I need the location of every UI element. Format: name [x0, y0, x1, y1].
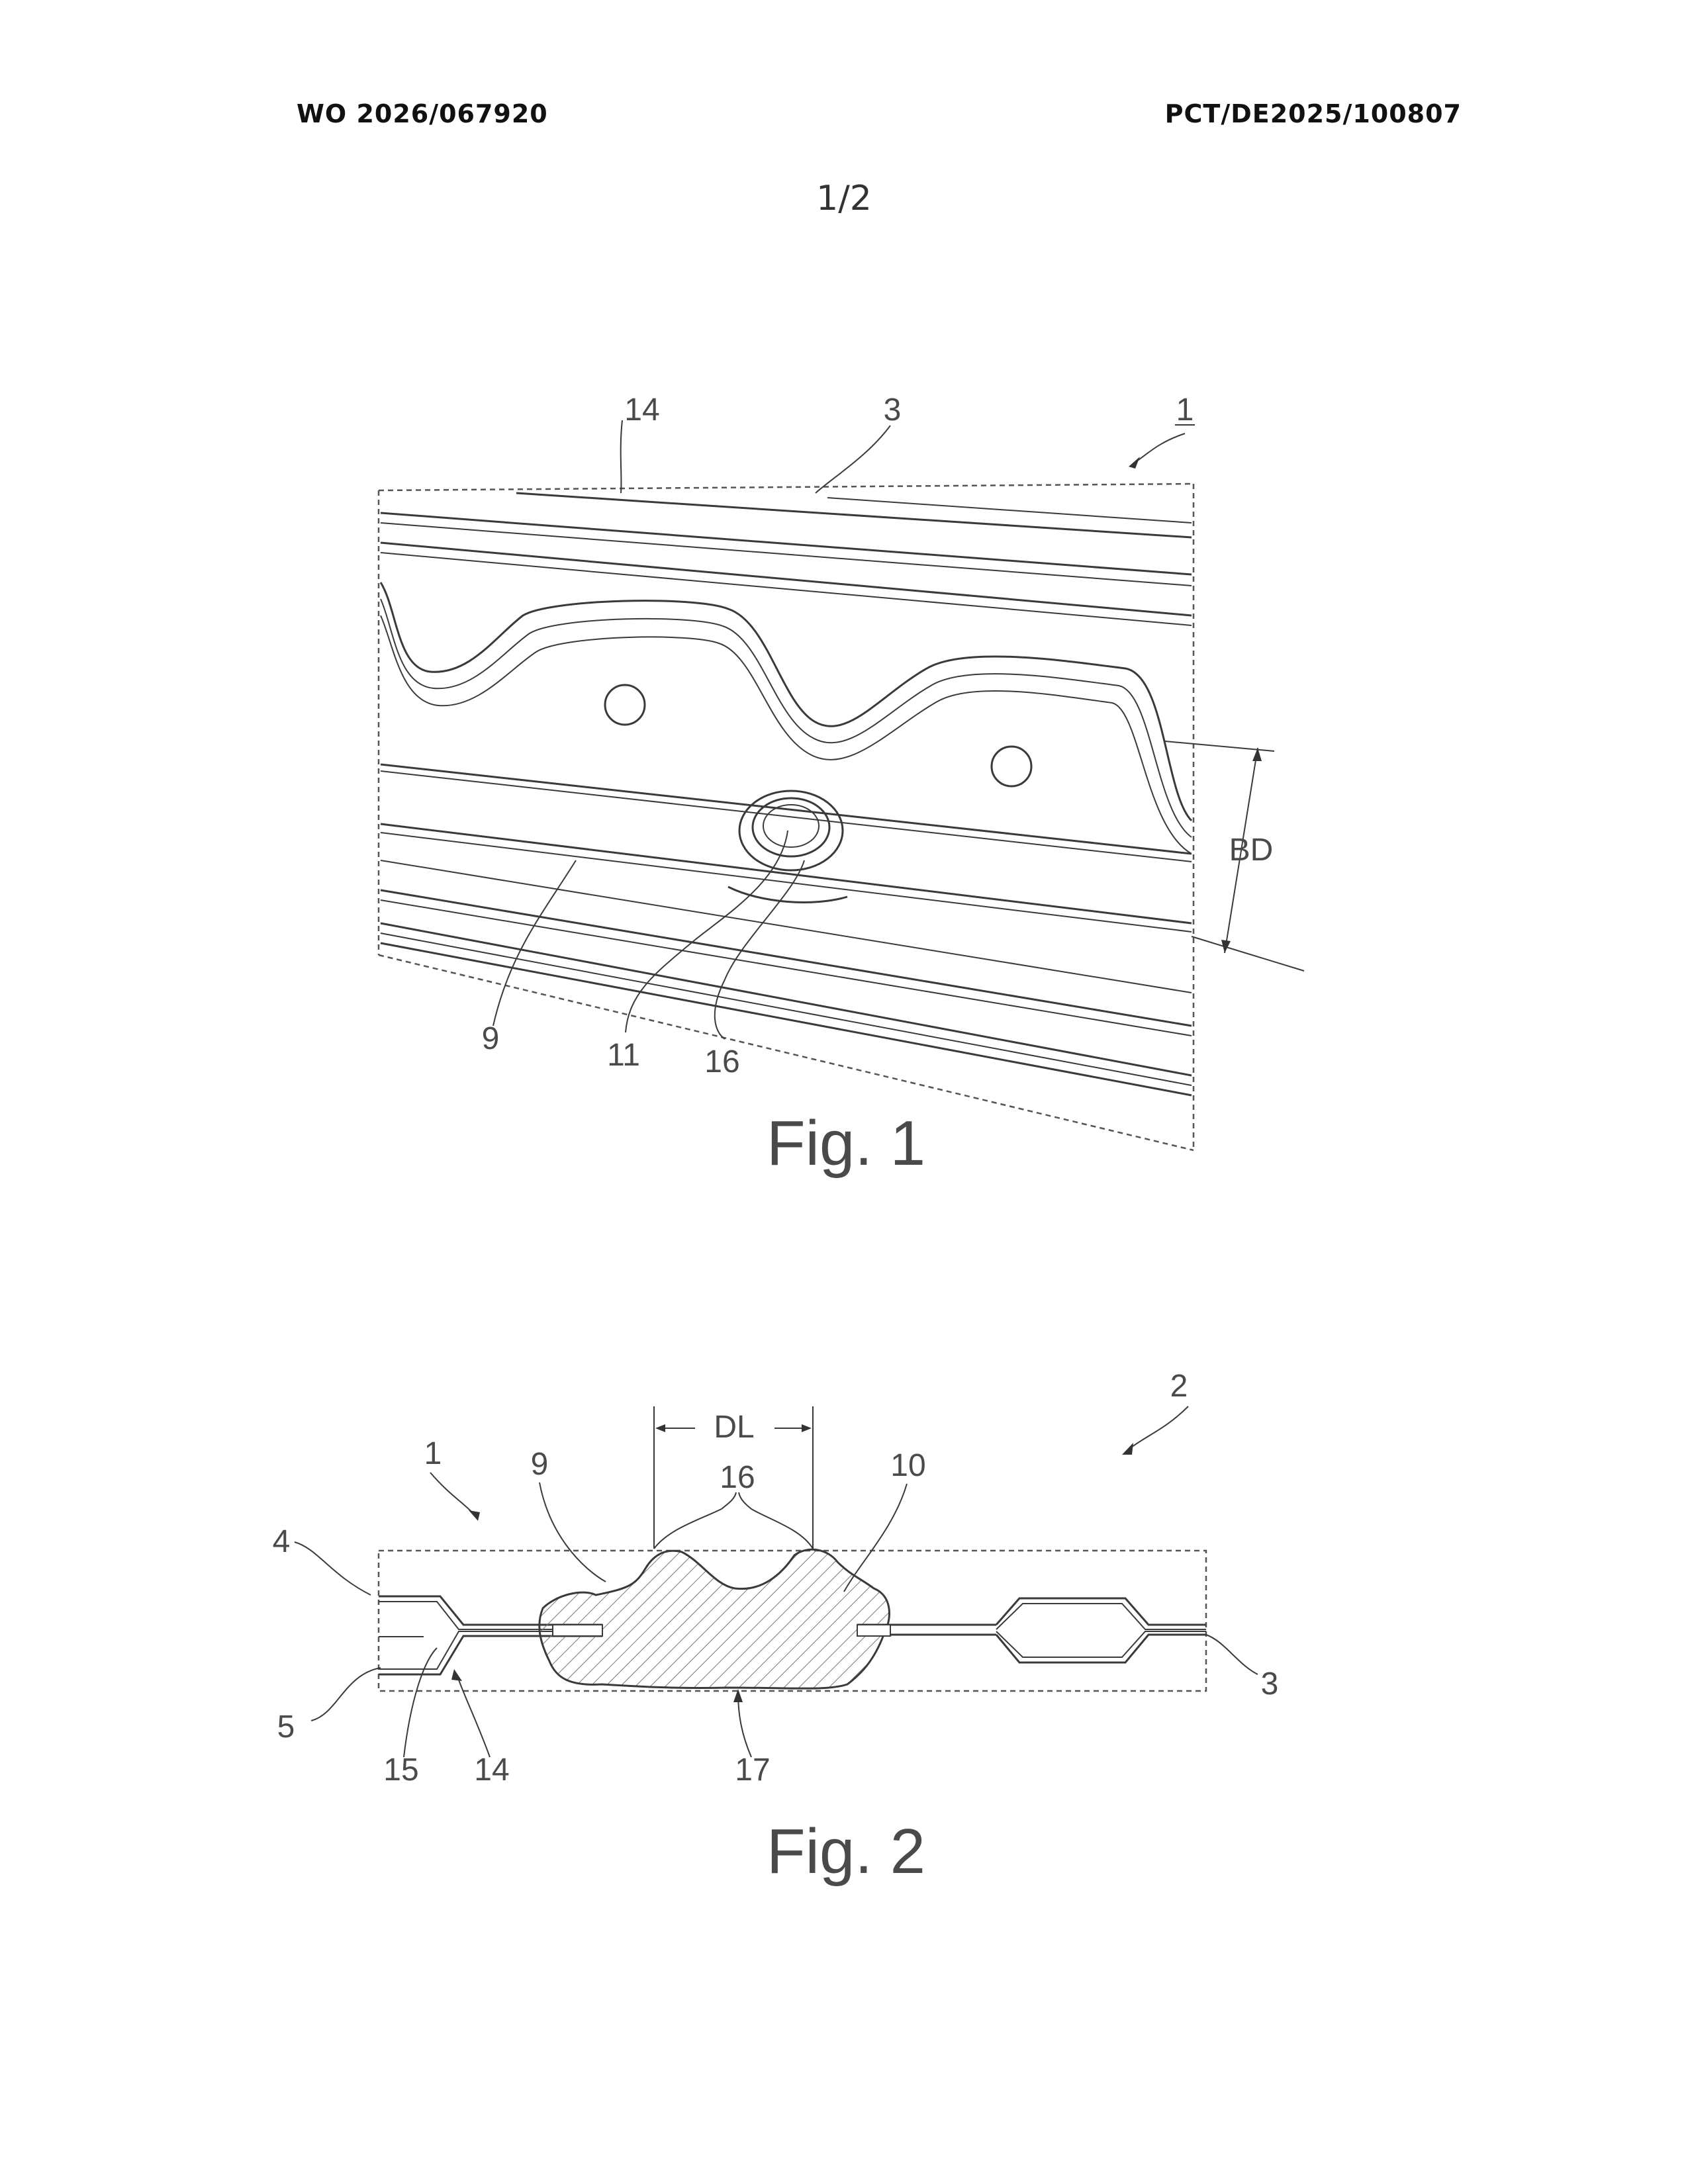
fig2-ref-15: 15 — [383, 1752, 418, 1788]
fig2-ref-5: 5 — [277, 1709, 295, 1745]
fig1-top-bead-lines — [381, 493, 1192, 625]
fig2-ref-2: 2 — [1170, 1369, 1188, 1404]
fig1-ref-9: 9 — [482, 1021, 500, 1056]
fig1-leaders — [493, 420, 1185, 1039]
fig2-ref-3: 3 — [1261, 1666, 1279, 1702]
fig1-ref-3: 3 — [884, 392, 902, 428]
fig1-ref-14: 14 — [624, 392, 659, 428]
fig2-seal-cross-section — [539, 1549, 890, 1688]
fig2-ref-dl: DL — [714, 1410, 754, 1445]
fig1-ref-11: 11 — [607, 1038, 640, 1073]
fig1-caption: Fig. 1 — [767, 1108, 925, 1179]
fig1-ref-1: 1 — [1176, 392, 1194, 428]
fig1-hole-left — [605, 685, 645, 725]
fig1-boss — [728, 791, 847, 902]
fig1-wavy-bead — [381, 582, 1192, 854]
fig1-hole-right — [992, 747, 1031, 786]
fig2-ref-4: 4 — [273, 1524, 291, 1559]
fig2-ref-9: 9 — [531, 1447, 549, 1482]
fig2-ref-16: 16 — [720, 1460, 755, 1495]
fig2-right-plates — [857, 1598, 1206, 1662]
fig1-ref-16: 16 — [704, 1044, 739, 1079]
fig2-ref-10: 10 — [890, 1448, 925, 1483]
fig1-middle-lines — [381, 764, 1192, 1095]
fig2-caption: Fig. 2 — [767, 1816, 925, 1887]
figure-1: 1 3 14 BD 9 11 16 Fig. 1 — [379, 392, 1304, 1179]
figure-2: 2 1 DL 9 16 10 4 5 15 14 17 3 Fig. 2 — [273, 1369, 1279, 1887]
fig1-ref-bd: BD — [1229, 833, 1274, 868]
fig2-ref-17: 17 — [735, 1752, 770, 1788]
fig2-ref-14: 14 — [474, 1752, 509, 1788]
fig2-ref-1: 1 — [424, 1436, 442, 1471]
